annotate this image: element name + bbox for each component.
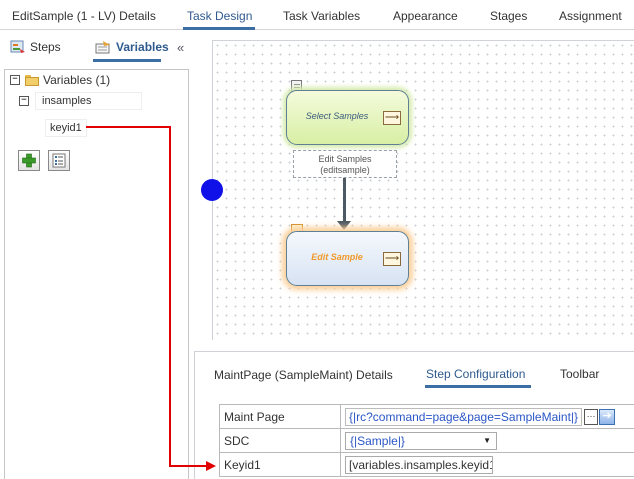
tab-appearance[interactable]: Appearance bbox=[393, 9, 458, 23]
transition-name: Edit Samples bbox=[318, 154, 372, 164]
details-title: EditSample (1 - LV) Details bbox=[12, 9, 156, 23]
arrow-right-icon: ⟶ bbox=[383, 252, 401, 266]
variables-icon bbox=[95, 41, 110, 54]
variables-tree: − Variables (1) − insamples keyid1 bbox=[4, 69, 189, 479]
table-row: SDC {|Sample|} ▼ bbox=[219, 428, 634, 453]
transition-connector[interactable] bbox=[343, 178, 346, 223]
collapse-variable-toggle[interactable]: − bbox=[19, 96, 29, 106]
table-row: Maint Page {|rc?command=page&page=Sample… bbox=[219, 404, 634, 429]
row-key: Keyid1 bbox=[219, 452, 341, 477]
row-value-cell: {|Sample|} ▼ bbox=[340, 428, 634, 453]
tab-task-design[interactable]: Task Design bbox=[187, 9, 253, 23]
folder-icon bbox=[25, 75, 39, 86]
sdc-select-value: {|Sample|} bbox=[350, 433, 405, 448]
row-key: SDC bbox=[219, 428, 341, 453]
step-edit-sample[interactable]: Edit Sample ⟶ bbox=[286, 231, 409, 286]
workflow-canvas[interactable] bbox=[212, 40, 634, 340]
step-label: Select Samples bbox=[305, 111, 369, 121]
tab-step-configuration[interactable]: Step Configuration bbox=[426, 367, 526, 381]
step-label: Edit Sample bbox=[311, 252, 363, 262]
tab-task-variables[interactable]: Task Variables bbox=[283, 9, 361, 23]
tab-toolbar[interactable]: Toolbar bbox=[560, 367, 600, 381]
dropdown-caret-icon: ▼ bbox=[483, 435, 491, 445]
connector-arrowhead bbox=[337, 221, 351, 230]
active-tab-indicator bbox=[425, 385, 531, 388]
transition-label[interactable]: Edit Samples (editsample) bbox=[293, 150, 397, 178]
tree-root-label[interactable]: Variables (1) bbox=[43, 73, 111, 87]
collapse-panel-button[interactable]: « bbox=[177, 40, 185, 55]
row-value-cell: [variables.insamples.keyid1 bbox=[340, 452, 634, 477]
row-key: Maint Page bbox=[219, 404, 341, 429]
start-node[interactable] bbox=[201, 179, 223, 201]
transition-id: (editsample) bbox=[320, 165, 370, 175]
add-icon bbox=[22, 153, 36, 168]
tab-steps[interactable]: Steps bbox=[10, 40, 61, 54]
tree-variable-node[interactable]: insamples bbox=[35, 92, 142, 110]
arrow-right-icon: ⟶ bbox=[383, 111, 401, 125]
step-details-title: MaintPage (SampleMaint) Details bbox=[214, 368, 393, 382]
tab-steps-label: Steps bbox=[30, 40, 61, 54]
sdc-select[interactable]: {|Sample|} ▼ bbox=[345, 431, 497, 450]
step-configuration-table: Maint Page {|rc?command=page&page=Sample… bbox=[219, 404, 634, 477]
tree-field-node[interactable]: keyid1 bbox=[45, 119, 87, 137]
active-tab-indicator bbox=[93, 59, 161, 62]
properties-icon bbox=[52, 153, 66, 168]
tab-stages[interactable]: Stages bbox=[490, 9, 528, 23]
active-tab-indicator bbox=[183, 27, 255, 30]
go-arrow-icon[interactable]: ➔ bbox=[599, 408, 616, 425]
tab-variables[interactable]: Variables bbox=[94, 40, 169, 54]
ellipsis-icon[interactable]: ··· bbox=[584, 408, 599, 425]
top-tab-bar: EditSample (1 - LV) Details Task Design … bbox=[0, 0, 634, 30]
left-panel: Steps Variables « − Variables (1) − insa… bbox=[0, 30, 194, 479]
row-value-cell: {|rc?command=page&page=SampleMaint|}···➔ bbox=[340, 404, 634, 429]
variable-properties-button[interactable] bbox=[48, 150, 70, 171]
add-variable-button[interactable] bbox=[18, 150, 40, 171]
tab-variables-label: Variables bbox=[116, 40, 169, 54]
step-select-samples[interactable]: Select Samples ⟶ bbox=[286, 90, 409, 145]
steps-icon bbox=[10, 40, 25, 53]
collapse-root-toggle[interactable]: − bbox=[10, 75, 20, 85]
step-details-panel: MaintPage (SampleMaint) Details Step Con… bbox=[194, 351, 634, 479]
maint-page-field[interactable]: {|rc?command=page&page=SampleMaint|} bbox=[345, 407, 583, 426]
table-row: Keyid1 [variables.insamples.keyid1 bbox=[219, 452, 634, 477]
keyid1-input[interactable]: [variables.insamples.keyid1 bbox=[345, 455, 493, 474]
tab-assignment[interactable]: Assignment bbox=[559, 9, 622, 23]
